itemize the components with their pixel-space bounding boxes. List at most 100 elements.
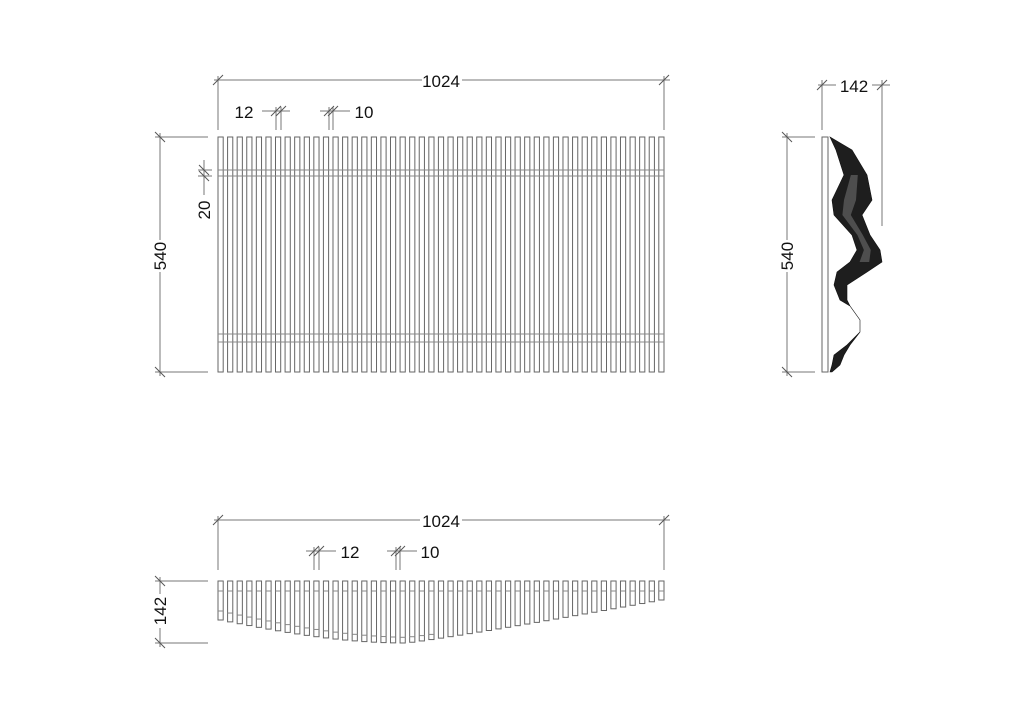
plan-slat	[552, 136, 560, 373]
bottom-slat	[457, 580, 464, 636]
plan-gap-dimension: 10	[320, 103, 373, 130]
bottom-slat	[313, 580, 320, 638]
plan-slat	[361, 136, 368, 373]
plan-slat	[610, 136, 617, 373]
plan-slat	[217, 136, 224, 373]
bottom-slat	[322, 580, 330, 639]
plan-slat	[274, 136, 282, 373]
bottom-slat	[600, 580, 608, 612]
bottom-slat	[409, 580, 416, 643]
bottom-slat	[639, 580, 646, 605]
bottom-slat	[495, 580, 502, 630]
plan-slat	[543, 136, 550, 373]
plan-slat	[619, 136, 627, 373]
bottom-slat	[227, 580, 234, 623]
plan-slat	[399, 136, 406, 373]
side-view: 142 540	[778, 77, 890, 378]
plan-slat	[524, 136, 531, 373]
bottom-slat-width-dimension: 12	[306, 543, 359, 570]
bottom-gap-dimension: 10	[387, 543, 439, 570]
plan-slat	[313, 136, 320, 373]
bottom-slat	[629, 580, 636, 606]
plan-slat	[476, 136, 483, 373]
bottom-slat	[610, 580, 617, 610]
plan-slat	[342, 136, 349, 373]
plan-height-label: 540	[151, 242, 170, 270]
plan-slat	[495, 136, 502, 373]
bottom-slat	[485, 580, 493, 631]
bottom-slat	[418, 580, 425, 642]
plan-height-dimension: 540	[151, 131, 208, 378]
bottom-slat	[351, 580, 358, 642]
bottom-slat-width-label: 12	[341, 543, 360, 562]
bottom-slat	[294, 580, 301, 635]
bottom-slat	[514, 580, 521, 627]
side-height-dimension: 540	[778, 131, 815, 378]
plan-slat	[284, 136, 291, 373]
bottom-slat	[303, 580, 310, 636]
bottom-slat	[562, 580, 569, 618]
bottom-slat	[274, 580, 282, 632]
plan-slat	[466, 136, 473, 373]
bottom-slat	[619, 580, 627, 608]
plan-slat	[294, 136, 301, 373]
bottom-depth-label: 142	[151, 597, 170, 625]
plan-width-dimension: 1024	[212, 72, 670, 130]
plan-slat	[447, 136, 454, 373]
plan-slat	[629, 136, 636, 373]
bottom-slat	[466, 580, 473, 635]
plan-slat	[514, 136, 521, 373]
plan-slat	[255, 136, 263, 373]
bottom-slat	[428, 580, 435, 641]
plan-gap-label: 10	[355, 103, 374, 122]
plan-slat	[418, 136, 425, 373]
plan-slat	[600, 136, 608, 373]
plan-slat	[409, 136, 416, 373]
bottom-slat	[476, 580, 483, 633]
bottom-slat	[255, 580, 263, 628]
bottom-slat	[504, 580, 512, 628]
plan-slat	[380, 136, 387, 373]
bottom-slat	[265, 580, 272, 630]
plan-slat	[332, 136, 339, 373]
bottom-slats	[217, 580, 665, 644]
bottom-slat	[370, 580, 378, 643]
bottom-slat	[447, 580, 454, 638]
plan-slat	[370, 136, 378, 373]
plan-slat	[236, 136, 243, 373]
plan-slat	[351, 136, 358, 373]
bottom-view: 1024 12 10 142	[151, 512, 670, 649]
plan-slat	[658, 136, 665, 373]
plan-slats	[217, 136, 665, 373]
bottom-width-label: 1024	[422, 512, 460, 531]
plan-slat	[303, 136, 310, 373]
plan-slat	[322, 136, 330, 373]
bottom-depth-dimension: 142	[151, 575, 208, 649]
plan-slat	[533, 136, 540, 373]
plan-slat	[389, 136, 397, 373]
bottom-slat	[332, 580, 339, 640]
plan-slat	[562, 136, 569, 373]
side-depth-label: 142	[840, 77, 868, 96]
plan-slat	[457, 136, 464, 373]
bottom-slat	[246, 580, 253, 627]
side-height-label: 540	[778, 242, 797, 270]
plan-slat	[246, 136, 253, 373]
plan-slat	[639, 136, 646, 373]
bottom-slat	[591, 580, 598, 613]
bottom-slat	[217, 580, 224, 621]
plan-width-label: 1024	[422, 72, 460, 91]
bottom-slat	[236, 580, 243, 625]
bottom-slat	[543, 580, 550, 622]
plan-slat	[581, 136, 588, 373]
bottom-slat	[552, 580, 560, 620]
plan-slat	[591, 136, 598, 373]
plan-slat	[428, 136, 435, 373]
bottom-slat	[437, 580, 445, 639]
bottom-width-dimension: 1024	[212, 512, 670, 570]
plan-slat	[648, 136, 655, 373]
plan-slat	[437, 136, 445, 373]
plan-slat-width-dimension: 12	[235, 103, 290, 130]
plan-rails	[218, 169, 664, 343]
